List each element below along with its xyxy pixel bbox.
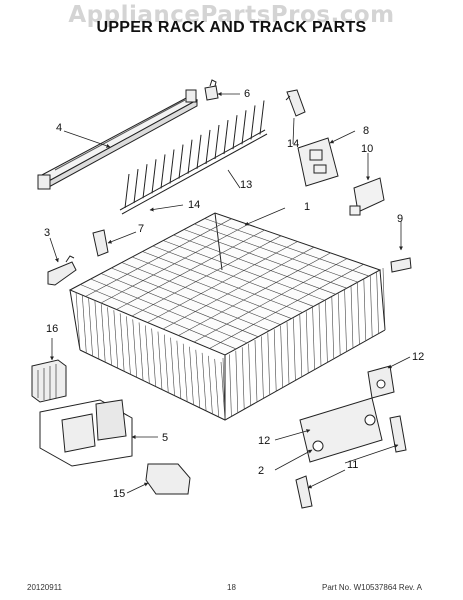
part-4-track-rail (37, 89, 199, 190)
callout-16: 16 (46, 323, 58, 335)
callout-14-right: 14 (287, 138, 299, 150)
callout-8: 8 (363, 125, 369, 137)
callout-12-lower: 12 (258, 435, 270, 447)
footer-page-number: 18 (227, 583, 236, 592)
part-15-adjuster (145, 463, 191, 495)
callout-5: 5 (162, 432, 168, 444)
part-11-rail-clips (295, 415, 407, 509)
part-1-upper-rack (68, 212, 386, 421)
part-8-track-stop (297, 137, 339, 187)
callout-labels: 1 2 3 4 5 6 7 8 9 10 11 12 12 13 14 14 1… (44, 88, 424, 500)
part-13-tine-row (119, 100, 268, 215)
part-14-upper-bracket (285, 89, 306, 117)
part-16-cutlery-basket (31, 359, 67, 403)
part-12-upper-wheel (367, 365, 395, 399)
part-9-clip (390, 257, 412, 273)
part-10-end-cap (349, 177, 385, 216)
watermark: AppliancePartsPros.com (68, 2, 395, 28)
callout-13: 13 (240, 179, 252, 191)
part-5-housing (39, 399, 133, 467)
part-7-bracket (92, 229, 109, 257)
callout-10: 10 (361, 143, 373, 155)
footer-date: 20120911 (27, 583, 62, 592)
part-6-clip (204, 79, 219, 101)
part-2-track-assembly (299, 397, 383, 463)
callout-9: 9 (397, 213, 403, 225)
footer-part-number: Part No. W10537864 Rev. A (322, 583, 422, 592)
page-title: UPPER RACK AND TRACK PARTS (96, 19, 367, 36)
callout-4: 4 (56, 122, 62, 134)
callout-1: 1 (304, 201, 310, 213)
leader-lines (49, 92, 411, 494)
callout-11: 11 (347, 459, 358, 471)
callout-12-upper: 12 (412, 351, 424, 363)
callout-14-left: 14 (188, 199, 200, 211)
callout-3: 3 (44, 227, 50, 239)
callout-6: 6 (244, 88, 250, 100)
callout-15: 15 (113, 488, 125, 500)
callout-2: 2 (258, 465, 264, 477)
part-3-adjuster (47, 255, 77, 286)
callout-7: 7 (138, 223, 144, 235)
